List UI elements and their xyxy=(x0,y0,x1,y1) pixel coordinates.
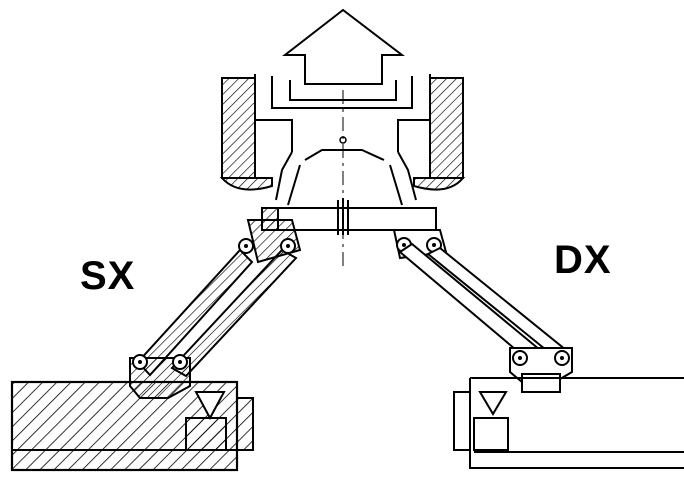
left-wheel xyxy=(219,77,273,191)
right-implement xyxy=(453,377,684,469)
direction-arrow xyxy=(282,8,405,85)
label-sx: SX xyxy=(80,254,136,298)
label-dx: DX xyxy=(554,238,612,282)
center-pivot xyxy=(339,136,347,144)
right-wheel xyxy=(413,77,466,191)
left-arm xyxy=(129,219,302,399)
left-implement xyxy=(10,380,254,472)
right-arm xyxy=(392,229,573,393)
